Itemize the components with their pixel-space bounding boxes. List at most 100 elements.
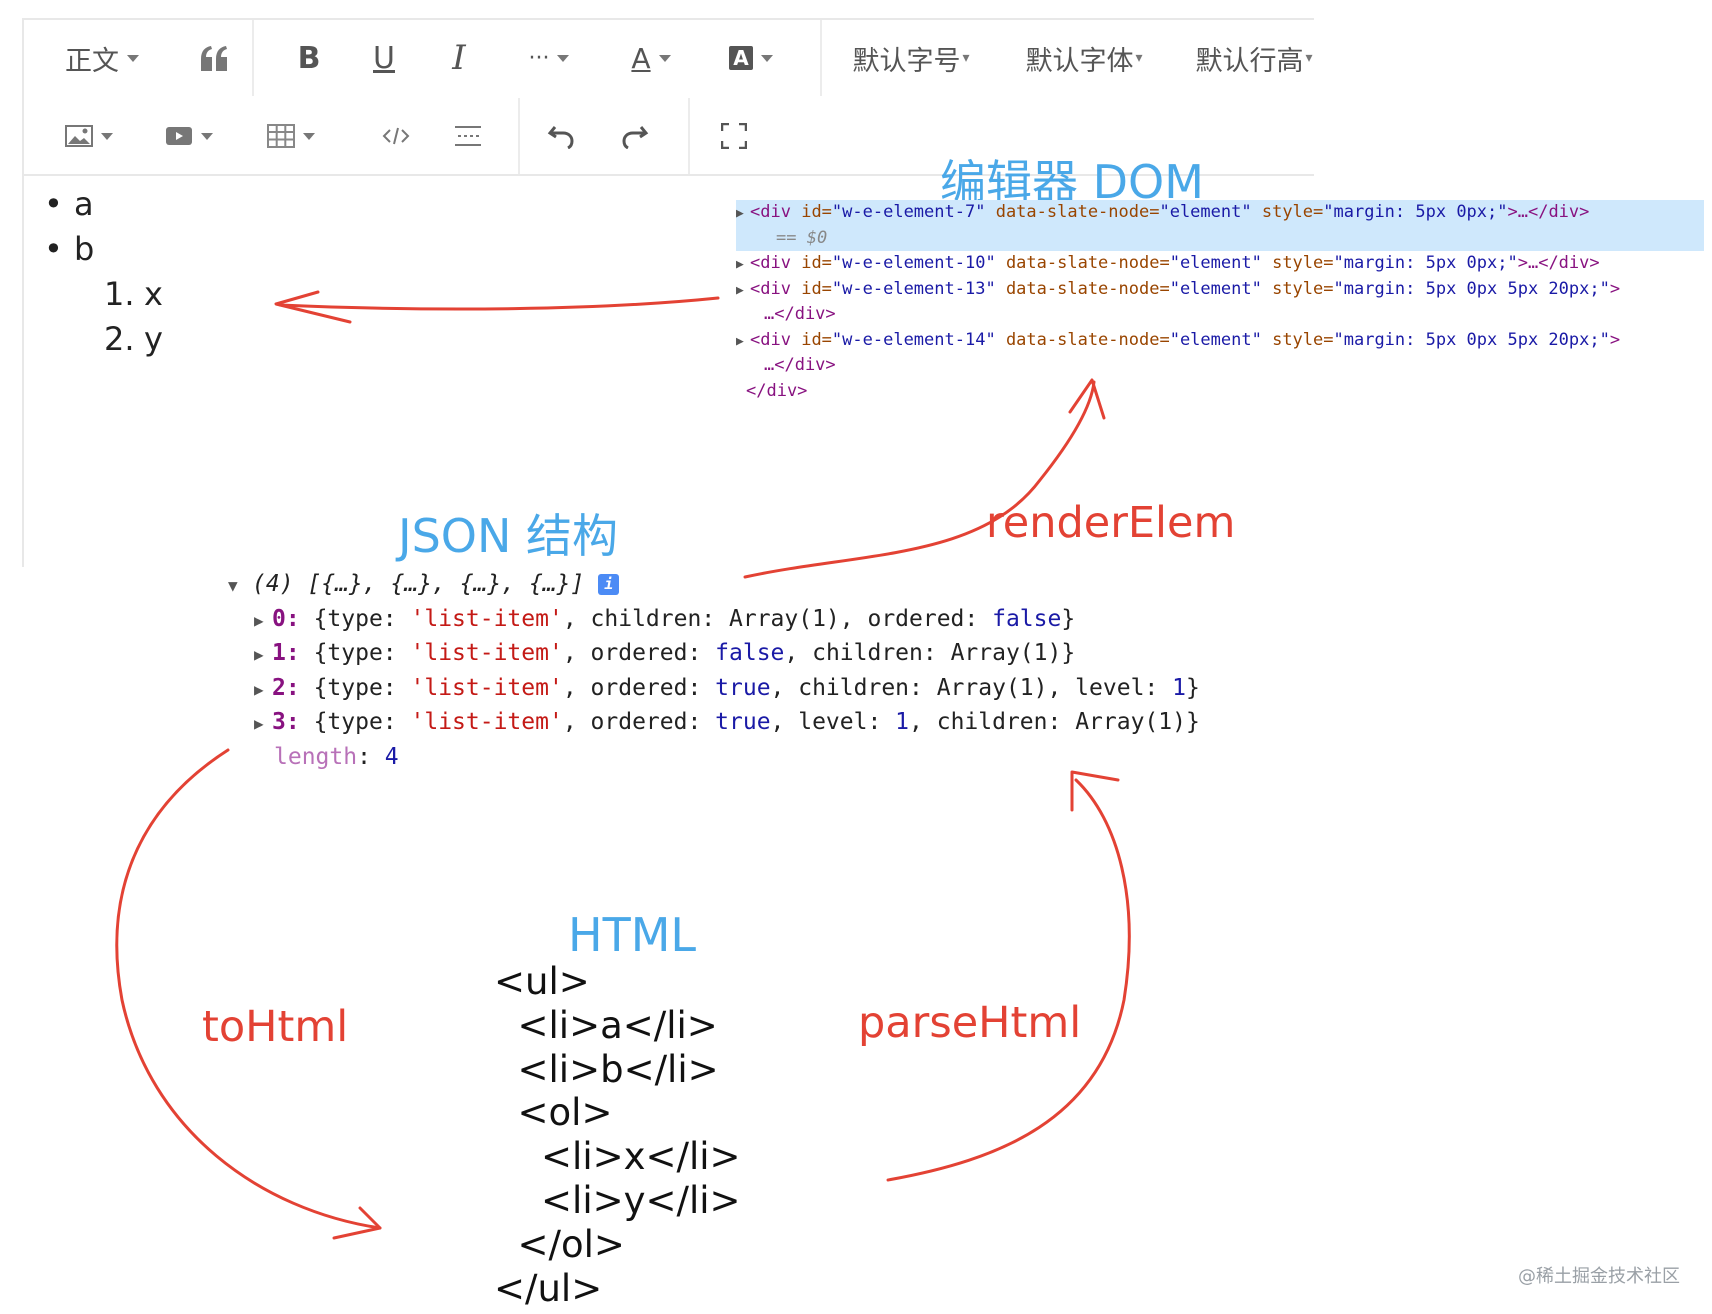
expand-triangle-icon[interactable]: ▶: [254, 645, 264, 664]
quote-button[interactable]: [184, 20, 244, 96]
bold-button[interactable]: B: [279, 20, 339, 96]
html-code-line: <li>b</li>: [494, 1047, 719, 1091]
chevron-down-icon: [127, 54, 139, 62]
underline-icon: U: [373, 40, 395, 76]
json-array-header[interactable]: ▼(4) [{…}, {…}, {…}, {…}] i: [228, 568, 1200, 603]
expand-triangle-icon[interactable]: ▶: [254, 679, 264, 699]
dom-node-row[interactable]: ▶<div id="w-e-element-14" data-slate-nod…: [736, 328, 1704, 354]
insert-image-dropdown[interactable]: [54, 98, 124, 174]
insert-table-dropdown[interactable]: [256, 98, 326, 174]
background-color-icon: A: [729, 46, 753, 70]
list-number: 1.: [104, 275, 135, 313]
expand-triangle-icon[interactable]: ▶: [254, 610, 264, 630]
arrowhead-render-elem: [1068, 378, 1106, 420]
toolbar-row-2: [24, 98, 1314, 176]
background-color-dropdown[interactable]: A: [706, 20, 796, 96]
chevron-down-icon: [658, 54, 671, 62]
dom-node-continuation: …</div>: [764, 355, 836, 375]
font-size-label: 默认字号: [852, 45, 961, 77]
chevron-down-icon: [101, 132, 113, 140]
italic-icon: I: [452, 38, 466, 78]
line-height-dropdown[interactable]: 默认行高▾: [1189, 20, 1319, 96]
html-code-line: </ol>: [494, 1222, 625, 1266]
expand-triangle-icon[interactable]: ▶: [254, 714, 264, 733]
table-icon: [267, 124, 295, 148]
html-code-line: </ul>: [494, 1266, 603, 1310]
chevron-down-icon: ▾: [1135, 50, 1143, 66]
chevron-down-icon: ▾: [962, 50, 970, 66]
divider-icon: [455, 126, 481, 146]
underline-button[interactable]: U: [354, 20, 414, 96]
arrow-parse-html: [886, 778, 1131, 1182]
code-block-button[interactable]: [366, 98, 426, 174]
font-family-dropdown[interactable]: 默认字体▾: [1019, 20, 1149, 96]
redo-icon: [622, 126, 649, 149]
html-code-line: <li>y</li>: [494, 1178, 741, 1222]
undo-button[interactable]: [532, 98, 592, 174]
font-color-icon: A: [631, 41, 651, 75]
json-array-item[interactable]: ▶0: {type: 'list-item', children: Array(…: [228, 603, 1200, 638]
info-icon[interactable]: i: [598, 574, 620, 595]
list-item-text: b: [74, 230, 95, 268]
html-code-line: <li>x</li>: [494, 1135, 741, 1179]
dom-close-tag: </div>: [746, 380, 808, 401]
paragraph-style-dropdown[interactable]: 正文: [52, 20, 152, 96]
more-icon: ···: [528, 45, 550, 71]
toolbar-row-1: 正文 B U I ··· A A 默认字号▾ 默认字体▾: [24, 20, 1314, 96]
chevron-down-icon: [761, 54, 773, 62]
dom-node-row[interactable]: ▶<div id="w-e-element-7" data-slate-node…: [736, 200, 1704, 226]
json-length-row: length: 4: [274, 743, 399, 770]
chevron-down-icon: ▾: [1305, 50, 1313, 66]
list-item[interactable]: b: [44, 227, 163, 272]
arrowhead-parse-html: [1070, 770, 1120, 812]
html-code-line: <li>a</li>: [494, 1003, 718, 1047]
json-array-item[interactable]: ▶3: {type: 'list-item', ordered: true, l…: [228, 706, 1200, 741]
font-size-dropdown[interactable]: 默认字号▾: [846, 20, 976, 96]
expand-triangle-icon[interactable]: ▶: [736, 206, 744, 221]
arrow-dom-to-content: [278, 296, 720, 311]
watermark: @稀土掘金技术社区: [1518, 1266, 1680, 1287]
font-color-dropdown[interactable]: A: [606, 20, 696, 96]
more-styles-dropdown[interactable]: ···: [504, 20, 594, 96]
italic-button[interactable]: I: [429, 20, 489, 96]
list-item[interactable]: 1.x: [44, 272, 163, 317]
json-array-item[interactable]: ▶1: {type: 'list-item', ordered: false, …: [228, 637, 1200, 672]
to-html-label: toHtml: [202, 1002, 349, 1052]
editor-content[interactable]: a b 1.x 2.y: [44, 182, 163, 362]
video-icon: [166, 127, 192, 145]
rich-text-editor: 正文 B U I ··· A A 默认字号▾ 默认字体▾: [22, 18, 1314, 567]
insert-video-dropdown[interactable]: [154, 98, 224, 174]
html-code-line: <ol>: [494, 1091, 613, 1135]
json-array-item[interactable]: ▶2: {type: 'list-item', ordered: true, c…: [228, 672, 1200, 707]
arrow-to-html: [115, 748, 382, 1230]
dom-node-row[interactable]: ▶<div id="w-e-element-13" data-slate-nod…: [736, 277, 1704, 303]
code-icon: [382, 127, 410, 145]
chevron-down-icon: [557, 54, 570, 62]
expand-triangle-icon[interactable]: ▶: [736, 333, 744, 349]
list-item[interactable]: a: [44, 182, 163, 227]
list-item[interactable]: 2.y: [44, 317, 163, 362]
html-code-line: <ul>: [494, 960, 590, 1003]
html-label: HTML: [568, 908, 697, 962]
redo-button[interactable]: [604, 98, 664, 174]
divider-button[interactable]: [438, 98, 498, 174]
json-structure-label: JSON 结构: [398, 509, 619, 563]
collapse-triangle-icon[interactable]: ▼: [228, 576, 238, 595]
dom-node-row[interactable]: ▶<div id="w-e-element-10" data-slate-nod…: [736, 251, 1704, 277]
fullscreen-icon: [721, 123, 747, 149]
undo-icon: [547, 126, 574, 149]
parse-html-label: parseHtml: [858, 998, 1082, 1048]
expand-triangle-icon[interactable]: ▶: [736, 257, 744, 272]
quote-icon: [201, 46, 227, 71]
image-icon: [65, 125, 93, 147]
list-number: 2.: [104, 320, 135, 358]
list-item-text: x: [144, 275, 163, 313]
dom-node-continuation: …</div>: [764, 304, 836, 324]
fullscreen-button[interactable]: [704, 98, 764, 174]
html-code-block: <ul> <li>a</li> <li>b</li> <ol> <li>x</l…: [494, 960, 741, 1310]
chevron-down-icon: [201, 132, 213, 140]
arrowhead-to-html: [332, 1206, 382, 1240]
render-elem-label: renderElem: [986, 498, 1236, 548]
expand-triangle-icon[interactable]: ▶: [736, 282, 744, 298]
